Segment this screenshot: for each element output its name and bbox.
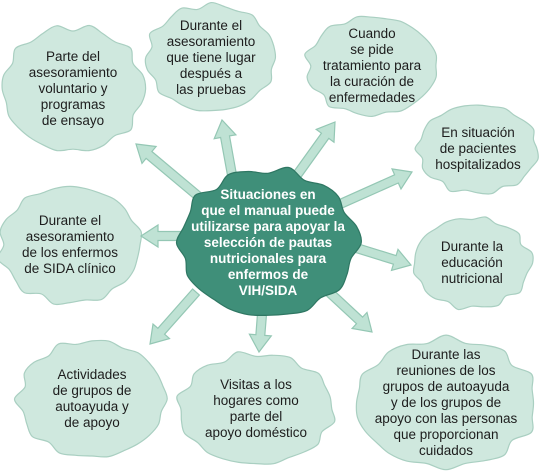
bubble-actividades-grupos <box>13 339 168 458</box>
bubble-grupos-autoayuda-reuniones <box>355 334 535 471</box>
bubble-label-sida-clinico: Durante el asesoramiento de los enfermos… <box>21 213 119 276</box>
arrow-to-tratamiento-enfermedades <box>292 121 336 179</box>
bubble-pacientes-hospitalizados <box>414 104 539 195</box>
center-label: Situaciones en que el manual puede utili… <box>191 187 345 298</box>
bubble-label-visitas-hogares: Visitas a los hogares como parte del apo… <box>204 377 308 440</box>
arrow-to-visitas-hogares <box>248 312 273 354</box>
bubble-label-actividades-grupos: Actividades de grupos de autoayuda y de … <box>52 367 132 430</box>
arrow-to-sida-clinico <box>139 223 183 249</box>
bubble-label-asesoramiento-pruebas: Durante el asesoramiento que tiene lugar… <box>166 18 256 97</box>
bubble-educacion-nutricional <box>412 216 534 311</box>
arrow-to-actividades-grupos <box>149 288 201 345</box>
bubble-asesoramiento-pruebas <box>144 1 277 112</box>
bubble-asesoramiento-voluntario <box>1 24 147 152</box>
bubble-label-educacion-nutricional: Durante la educación nutricional <box>440 239 504 286</box>
arrow-to-pacientes-hospitalizados <box>335 168 414 210</box>
bubble-visitas-hogares <box>176 351 336 465</box>
arrow-to-asesoramiento-voluntario <box>135 143 202 201</box>
bubble-tratamiento-enfermedades <box>304 15 438 118</box>
arrow-to-asesoramiento-pruebas <box>213 118 238 177</box>
center-bubble <box>175 166 362 317</box>
bubble-sida-clinico <box>0 185 143 306</box>
bubble-label-asesoramiento-voluntario: Parte del asesoramiento voluntario y pro… <box>28 49 118 128</box>
bubble-label-tratamiento-enfermedades: Cuando se pide tratamiento para la curac… <box>322 26 422 105</box>
bubble-label-grupos-autoayuda-reuniones: Durante las reuniones de los grupos de a… <box>374 347 518 458</box>
arrow-to-grupos-autoayuda-reuniones <box>325 287 373 333</box>
bubble-label-pacientes-hospitalizados: En situación de pacientes hospitalizados <box>435 125 521 172</box>
